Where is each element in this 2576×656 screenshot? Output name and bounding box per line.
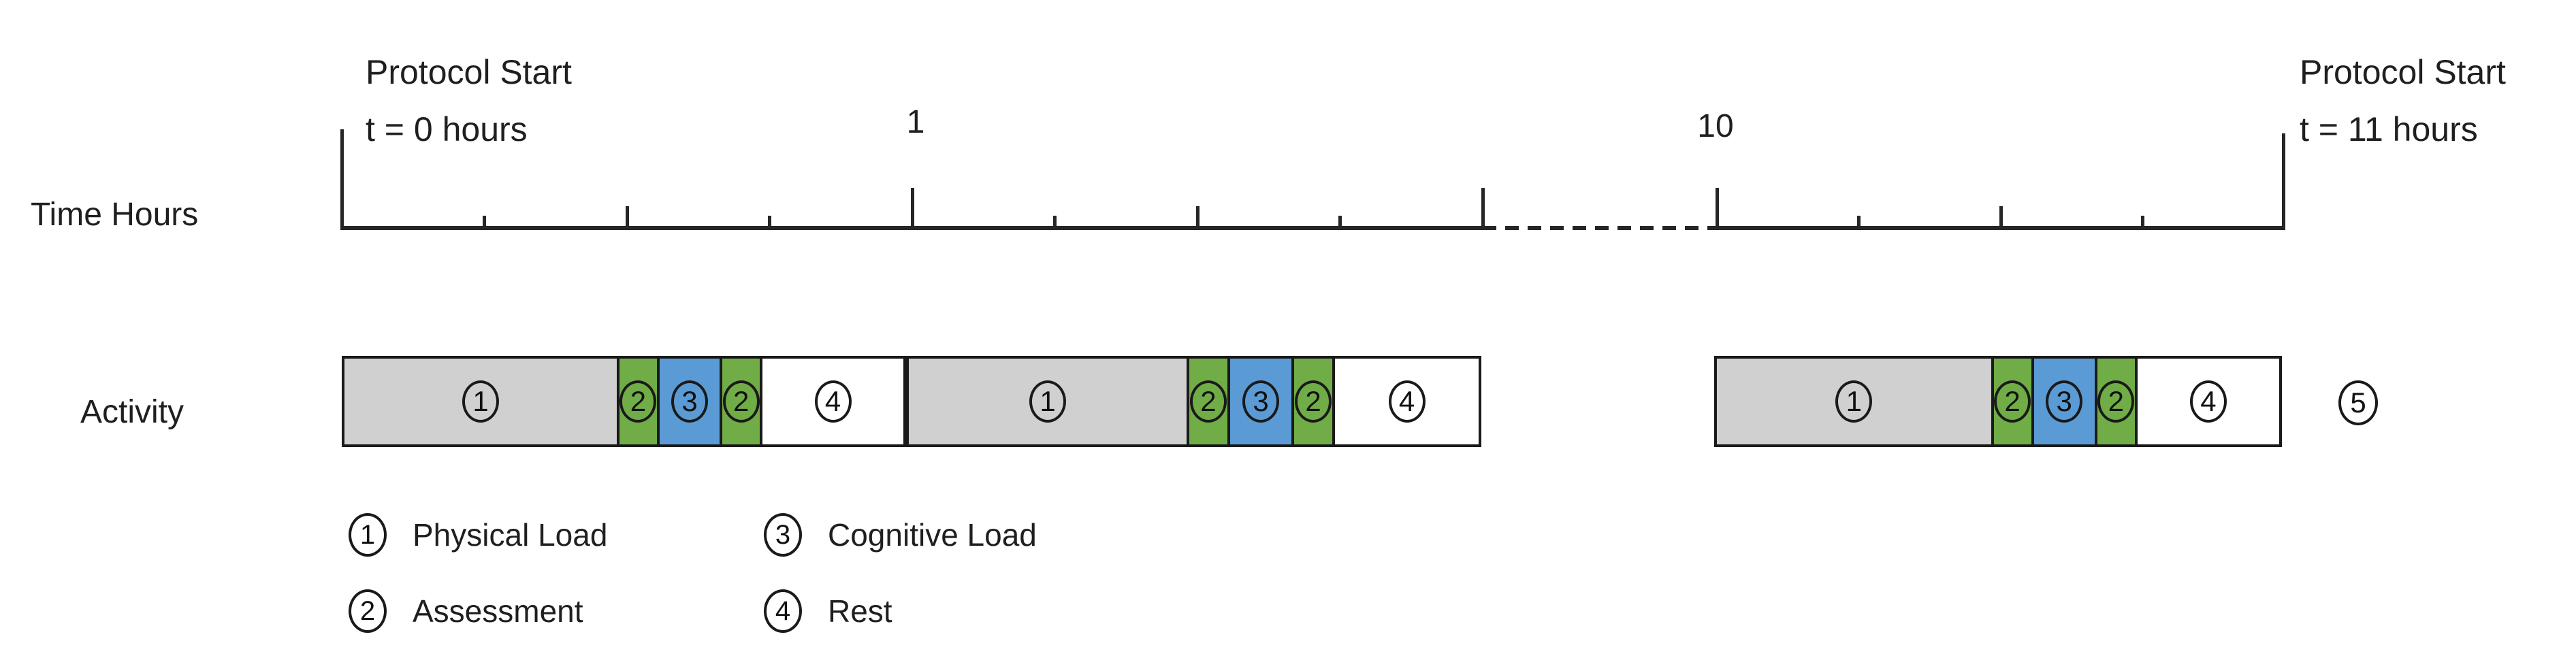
- segment-assessment: 2: [1991, 359, 2031, 444]
- protocol-start-left-line1: Protocol Start: [366, 53, 572, 91]
- axis-tick-quarter: [768, 216, 771, 226]
- protocol-start-right-line2: t = 11 hours: [2300, 110, 2478, 148]
- axis-tick-quarter: [483, 216, 486, 226]
- axis-tick-hour: [911, 188, 914, 226]
- axis-tick-quarter: [1338, 216, 1342, 226]
- segment-number-circle: 1: [1029, 380, 1067, 423]
- segment-number-circle: 4: [814, 380, 852, 423]
- legend-label-cognitive-load: Cognitive Load: [828, 517, 1037, 553]
- legend-label-assessment: Assessment: [413, 593, 583, 629]
- segment-assessment: 2: [720, 359, 760, 444]
- axis-tick-hour: [1481, 188, 1485, 226]
- axis-tick-half: [626, 206, 629, 226]
- segment-number-circle: 3: [2046, 380, 2083, 423]
- segment-rest: 4: [760, 359, 903, 444]
- segment-cognitive-load: 3: [1227, 359, 1292, 444]
- segment-assessment: 2: [2094, 359, 2135, 444]
- axis-tick-half: [1999, 206, 2003, 226]
- time-axis-baseline-dashed-break: [1483, 226, 1716, 230]
- legend-number-circle: 3: [764, 513, 802, 557]
- segment-number-circle: 2: [619, 380, 657, 423]
- axis-terminal-end: [2282, 133, 2285, 230]
- segment-number-circle: 2: [1189, 380, 1227, 423]
- axis-terminal-start: [340, 129, 344, 230]
- protocol-start-left-annotation: Protocol Start t = 0 hours: [366, 44, 572, 158]
- axis-tick-hour: [1716, 188, 1719, 226]
- segment-rest: 4: [1332, 359, 1479, 444]
- segment-physical-load: 1: [909, 359, 1187, 444]
- activity-row-label: Activity: [80, 394, 184, 430]
- segment-rest: 4: [2134, 359, 2279, 444]
- segment-number-circle: 3: [671, 380, 709, 423]
- segment-number-circle: 2: [2097, 380, 2135, 423]
- time-axis-baseline: [340, 226, 1483, 230]
- segment-number-circle: 2: [1994, 380, 2031, 423]
- legend-number-circle: 1: [349, 513, 387, 557]
- axis-tick-quarter: [2141, 216, 2144, 226]
- axis-tick-half: [1196, 206, 1200, 226]
- segment-cognitive-load: 3: [656, 359, 720, 444]
- axis-tick-quarter: [1053, 216, 1057, 226]
- axis-tick-quarter: [1857, 216, 1861, 226]
- segment-assessment: 2: [617, 359, 657, 444]
- axis-tick-label: 10: [1697, 108, 1734, 144]
- time-axis-baseline: [1716, 226, 2283, 230]
- legend-label-rest: Rest: [828, 593, 892, 629]
- segment-assessment: 2: [1291, 359, 1332, 444]
- segment-assessment: 2: [1187, 359, 1227, 444]
- segment-number-circle: 1: [462, 380, 500, 423]
- segment-number-circle: 2: [1295, 380, 1332, 423]
- segment-number-circle: 2: [722, 380, 760, 423]
- segment-number-circle: 4: [2189, 380, 2227, 423]
- axis-tick-label: 1: [906, 104, 925, 140]
- segment-number-circle: 3: [1242, 380, 1280, 423]
- segment-cognitive-load: 3: [2031, 359, 2095, 444]
- legend-label-physical-load: Physical Load: [413, 517, 608, 553]
- post-sequence-number-circle: 5: [2338, 380, 2378, 425]
- protocol-start-right-annotation: Protocol Start t = 11 hours: [2300, 44, 2506, 158]
- time-axis-label: Time Hours: [31, 197, 199, 233]
- protocol-start-left-line2: t = 0 hours: [366, 110, 528, 148]
- legend-number-circle: 4: [764, 589, 802, 633]
- segment-physical-load: 1: [1717, 359, 1991, 444]
- segment-physical-load: 1: [344, 359, 617, 444]
- legend-number-circle: 2: [349, 589, 387, 633]
- segment-number-circle: 1: [1835, 380, 1873, 423]
- protocol-start-right-line1: Protocol Start: [2300, 53, 2506, 91]
- segment-number-circle: 4: [1388, 380, 1426, 423]
